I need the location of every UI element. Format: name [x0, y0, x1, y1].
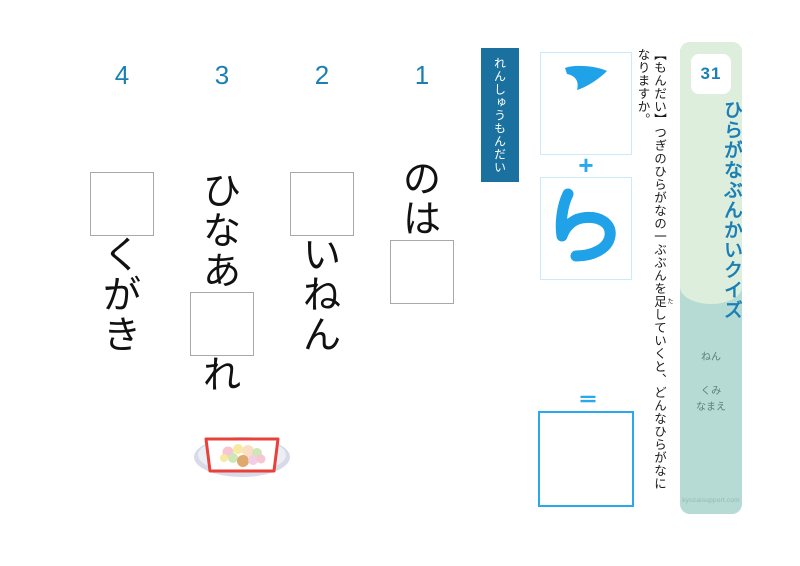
kana-cell: が	[102, 272, 141, 317]
answer-blank-box[interactable]	[390, 239, 454, 304]
field-label-nen: ねん	[701, 352, 721, 363]
practice-column-3-items: ひ な あ れ	[172, 169, 272, 397]
spacer	[172, 88, 272, 172]
kana-cell: く	[102, 233, 141, 277]
practice-column-2-number: 2	[314, 60, 330, 90]
kana-cell: ね	[302, 272, 341, 317]
problem-kanji: 足	[652, 295, 666, 308]
practice-column-4: 4 く が き	[72, 62, 172, 356]
kana-cell: ひ	[202, 169, 241, 213]
kana-cell: い	[302, 233, 341, 277]
practice-column-4-items: く が き	[72, 172, 172, 356]
chi-bottom-stroke-icon	[540, 186, 632, 274]
chi-top-stroke-icon	[540, 54, 632, 112]
practice-section-tab: れんしゅうもんだい	[481, 48, 519, 182]
practice-column-4-number: 4	[114, 60, 130, 90]
kana-cell: は	[402, 196, 441, 241]
practice-column-1-items: の は	[372, 157, 472, 304]
answer-blank-box[interactable]	[90, 172, 154, 236]
kana-cell: あ	[202, 248, 241, 293]
worksheet-number-badge: 31	[691, 54, 731, 94]
sidebar: 31 ひらがなぶんかいクイズ ねん くみ なまえ kyozaisupport.c…	[680, 42, 742, 514]
practice-column-3-number: 3	[214, 60, 230, 90]
problem-statement: 【もんだい】つぎのひらがなの一ぶぶんを足たしていくと、どんなひらがなになりますか…	[636, 48, 673, 498]
practice-column-3: 3 ひ な あ れ	[172, 62, 272, 396]
practice-column-2-items: い ね ん	[272, 172, 372, 356]
student-name-fields[interactable]: ねん くみ なまえ	[680, 352, 742, 414]
site-watermark: kyozaisupport.com	[682, 497, 740, 504]
kana-cell: れ	[202, 352, 241, 397]
candy-plate-illustration	[190, 425, 294, 485]
equation-operand-1-box	[540, 52, 632, 155]
practice-column-1-number: 1	[414, 60, 430, 90]
answer-box[interactable]	[538, 411, 634, 507]
problem-furigana: た	[666, 295, 672, 308]
kana-cell: の	[402, 157, 441, 201]
answer-blank-box[interactable]	[290, 172, 354, 236]
spacer	[72, 88, 172, 172]
kana-cell: ん	[302, 312, 341, 357]
worksheet-title: ひらがなぶんかいクイズ	[721, 100, 742, 320]
equation-operand-2-box	[540, 177, 632, 280]
field-label-kumi: くみ	[700, 386, 722, 397]
practice-column-2: 2 い ね ん	[272, 62, 372, 356]
practice-column-1: 1 の は	[372, 62, 472, 304]
kana-cell: き	[102, 312, 141, 357]
kana-cell: な	[202, 208, 241, 253]
field-label-namae: なまえ	[696, 402, 726, 413]
problem-kanji-ruby: 足た	[652, 295, 672, 308]
spacer	[272, 88, 372, 172]
problem-suffix: していくと、どんなひらがなになりますか。	[635, 48, 667, 490]
plus-operator: +	[578, 150, 594, 180]
answer-blank-box[interactable]	[190, 291, 254, 356]
spacer	[372, 88, 472, 160]
problem-prefix: 【もんだい】つぎのひらがなの一ぶぶんを	[652, 48, 666, 295]
